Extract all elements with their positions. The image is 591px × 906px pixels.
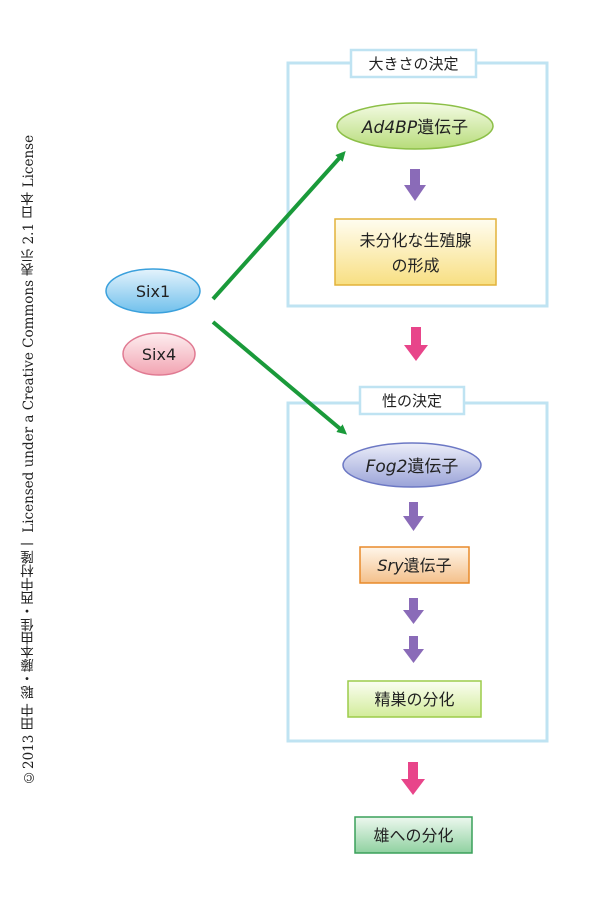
male-differentiation-box [354, 816, 473, 854]
pathway-arrow [403, 502, 424, 531]
six4-node [122, 332, 196, 376]
pathway-arrow [403, 636, 424, 663]
ad4bp-gene-label: Ad4BP遺伝子 [361, 118, 468, 138]
gonad-label-line1: 未分化な生殖腺 [359, 231, 471, 250]
size-title: 大きさの決定 [368, 55, 458, 73]
six4-label: Six4 [142, 345, 176, 364]
group-transition-arrow [401, 762, 425, 795]
six1-label: Six1 [136, 282, 170, 301]
sry-gene-label: Sry遺伝子 [377, 556, 451, 575]
male-differentiation-label: 雄への分化 [373, 826, 453, 845]
ad4bp-gene-node [336, 102, 494, 150]
testis-differentiation-label: 精巣の分化 [374, 690, 454, 709]
sex-title: 性の決定 [382, 392, 442, 410]
group-transition-arrow [404, 327, 428, 361]
six1-node [105, 268, 201, 314]
size-title-tab [349, 48, 478, 79]
pathway-arrow [404, 169, 426, 201]
sex-title-tab [358, 385, 466, 416]
pathway-arrow [403, 598, 424, 624]
activation-arrow-fog2 [211, 320, 348, 435]
activation-arrow-ad4bp [211, 151, 346, 301]
gonad-label-line2: の形成 [391, 256, 439, 275]
undifferentiated-gonad-box [334, 218, 497, 286]
sry-gene-box [359, 546, 470, 584]
fog2-gene-label: Fog2遺伝子 [366, 457, 459, 477]
testis-differentiation-box [347, 680, 482, 718]
fog2-gene-node [342, 442, 482, 488]
